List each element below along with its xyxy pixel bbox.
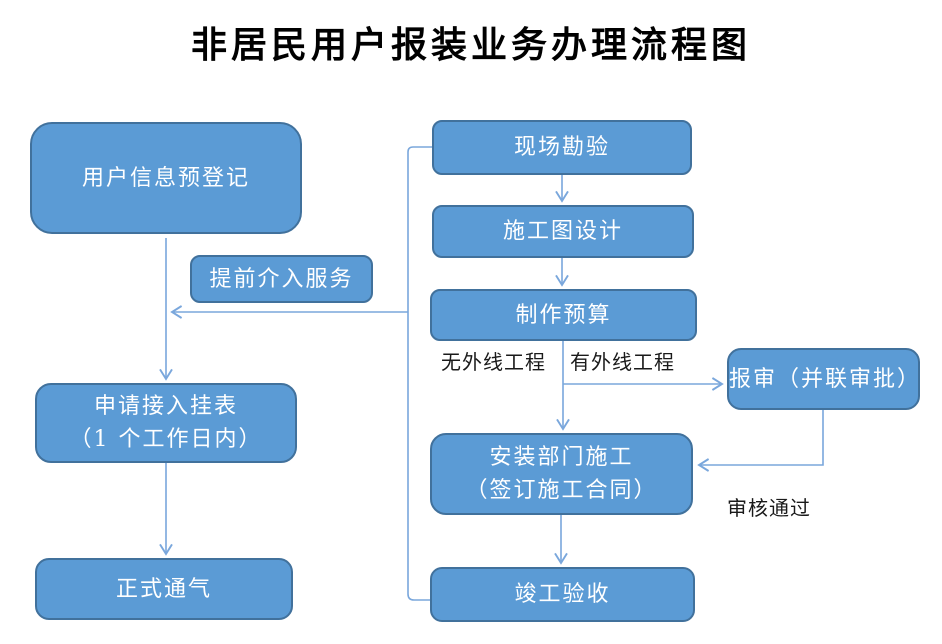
node-apply-meter: 申请接入挂表 （1 个工作日内） [35, 383, 297, 463]
bracket-survey-to-acceptance [407, 146, 432, 601]
node-installation: 安装部门施工 （签订施工合同） [430, 433, 693, 515]
connector-report-approval-to-installation [697, 410, 824, 472]
node-pre-register: 用户信息预登记 [30, 122, 302, 234]
edge-label-has-external-line: 有外线工程 [570, 350, 675, 374]
edge-label-review-passed: 审核通过 [727, 496, 811, 520]
edge-label-no-external-line: 无外线工程 [441, 350, 546, 374]
node-report-approval: 报审（并联审批） [727, 348, 920, 410]
node-official-gas: 正式通气 [35, 558, 293, 620]
node-early-service: 提前介入服务 [190, 255, 373, 303]
node-site-survey: 现场勘验 [432, 120, 692, 175]
node-construction-design: 施工图设计 [432, 205, 694, 258]
node-completion-acceptance: 竣工验收 [430, 567, 695, 622]
node-make-budget: 制作预算 [430, 289, 697, 341]
flowchart-title: 非居民用户报装业务办理流程图 [190, 24, 751, 66]
